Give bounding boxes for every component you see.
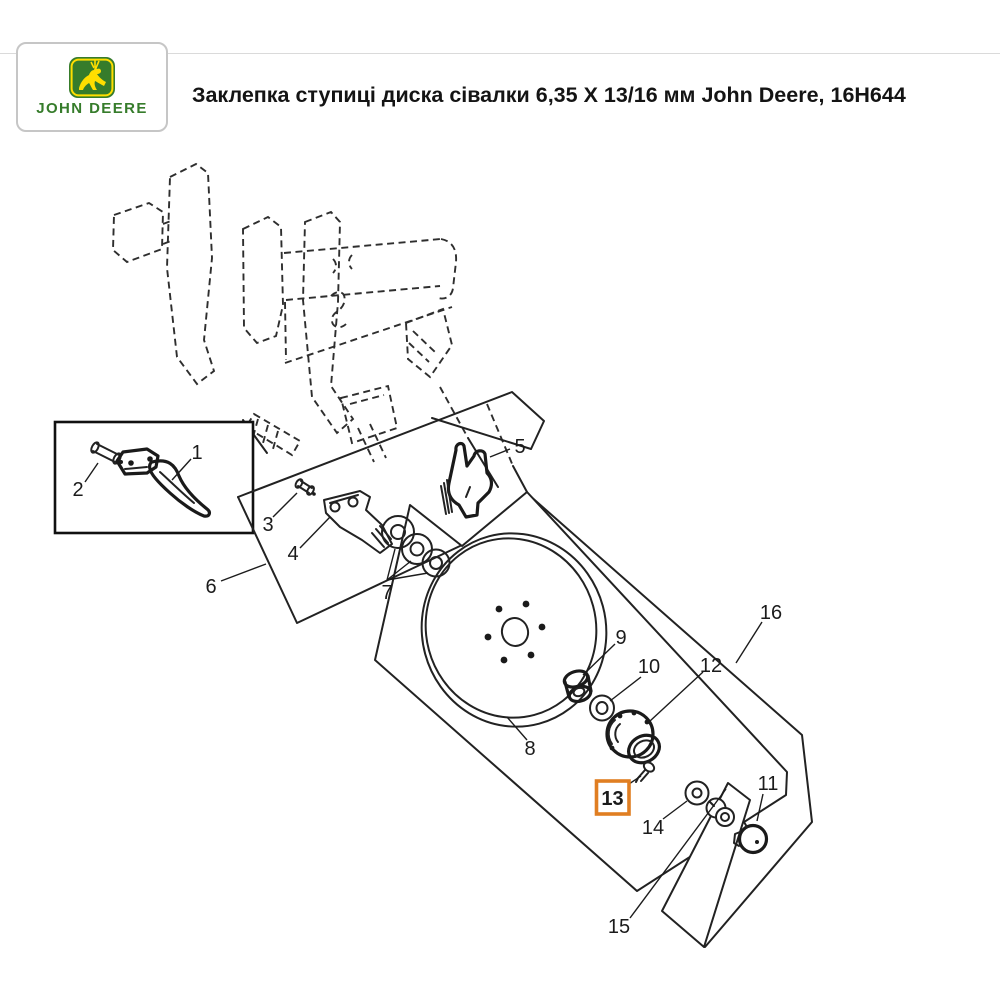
leader-lines [84,448,764,919]
callout-11: 11 [758,773,779,795]
callout-15: 15 [608,916,630,938]
john-deere-logo[interactable]: JOHN DEERE [16,42,168,132]
callout-1: 1 [191,442,202,464]
callouts: 1 2 3 4 5 6 7 8 9 10 11 12 14 15 16 [72,436,782,938]
part-11-cap [733,821,769,855]
part-3-pin [294,478,316,496]
highlighted-callout-box [594,779,631,816]
callout-4: 4 [287,543,298,565]
callout-12: 12 [700,655,722,677]
part-8-disc [420,532,608,728]
highlighted-callout: 13 [594,779,631,816]
callout-14: 14 [642,817,664,839]
nut-and-washer [705,797,735,827]
rear-plate-16 [528,494,813,948]
part-5-clip [440,441,494,519]
part-9-bushing [562,669,593,704]
callout-3: 3 [262,514,273,536]
callout-5: 5 [514,436,525,458]
brand-name: JOHN DEERE [36,100,148,117]
inset-box [53,420,255,535]
callout-2: 2 [72,479,83,501]
part-4-bracket [323,490,393,554]
header-divider [0,53,1000,54]
callout-6: 6 [205,576,216,598]
disc-plate [374,491,788,892]
part-14-washer [684,780,710,806]
callout-8: 8 [524,738,535,760]
phantom-frame-assembly [112,162,528,493]
part-13-rivet [635,761,656,783]
part-12-hub [605,709,661,765]
callout-10: 10 [638,656,660,678]
callout-7: 7 [381,582,392,604]
part-10-washer [589,694,615,722]
part-1-scraper [115,447,211,518]
callout-13: 13 [601,788,623,810]
callout-16: 16 [760,602,782,624]
callout-9: 9 [615,627,626,649]
upper-plate-6 [237,391,545,624]
page-title: Заклепка ступиці диска сівалки 6,35 X 13… [192,83,906,107]
john-deere-emblem-icon [69,57,115,98]
